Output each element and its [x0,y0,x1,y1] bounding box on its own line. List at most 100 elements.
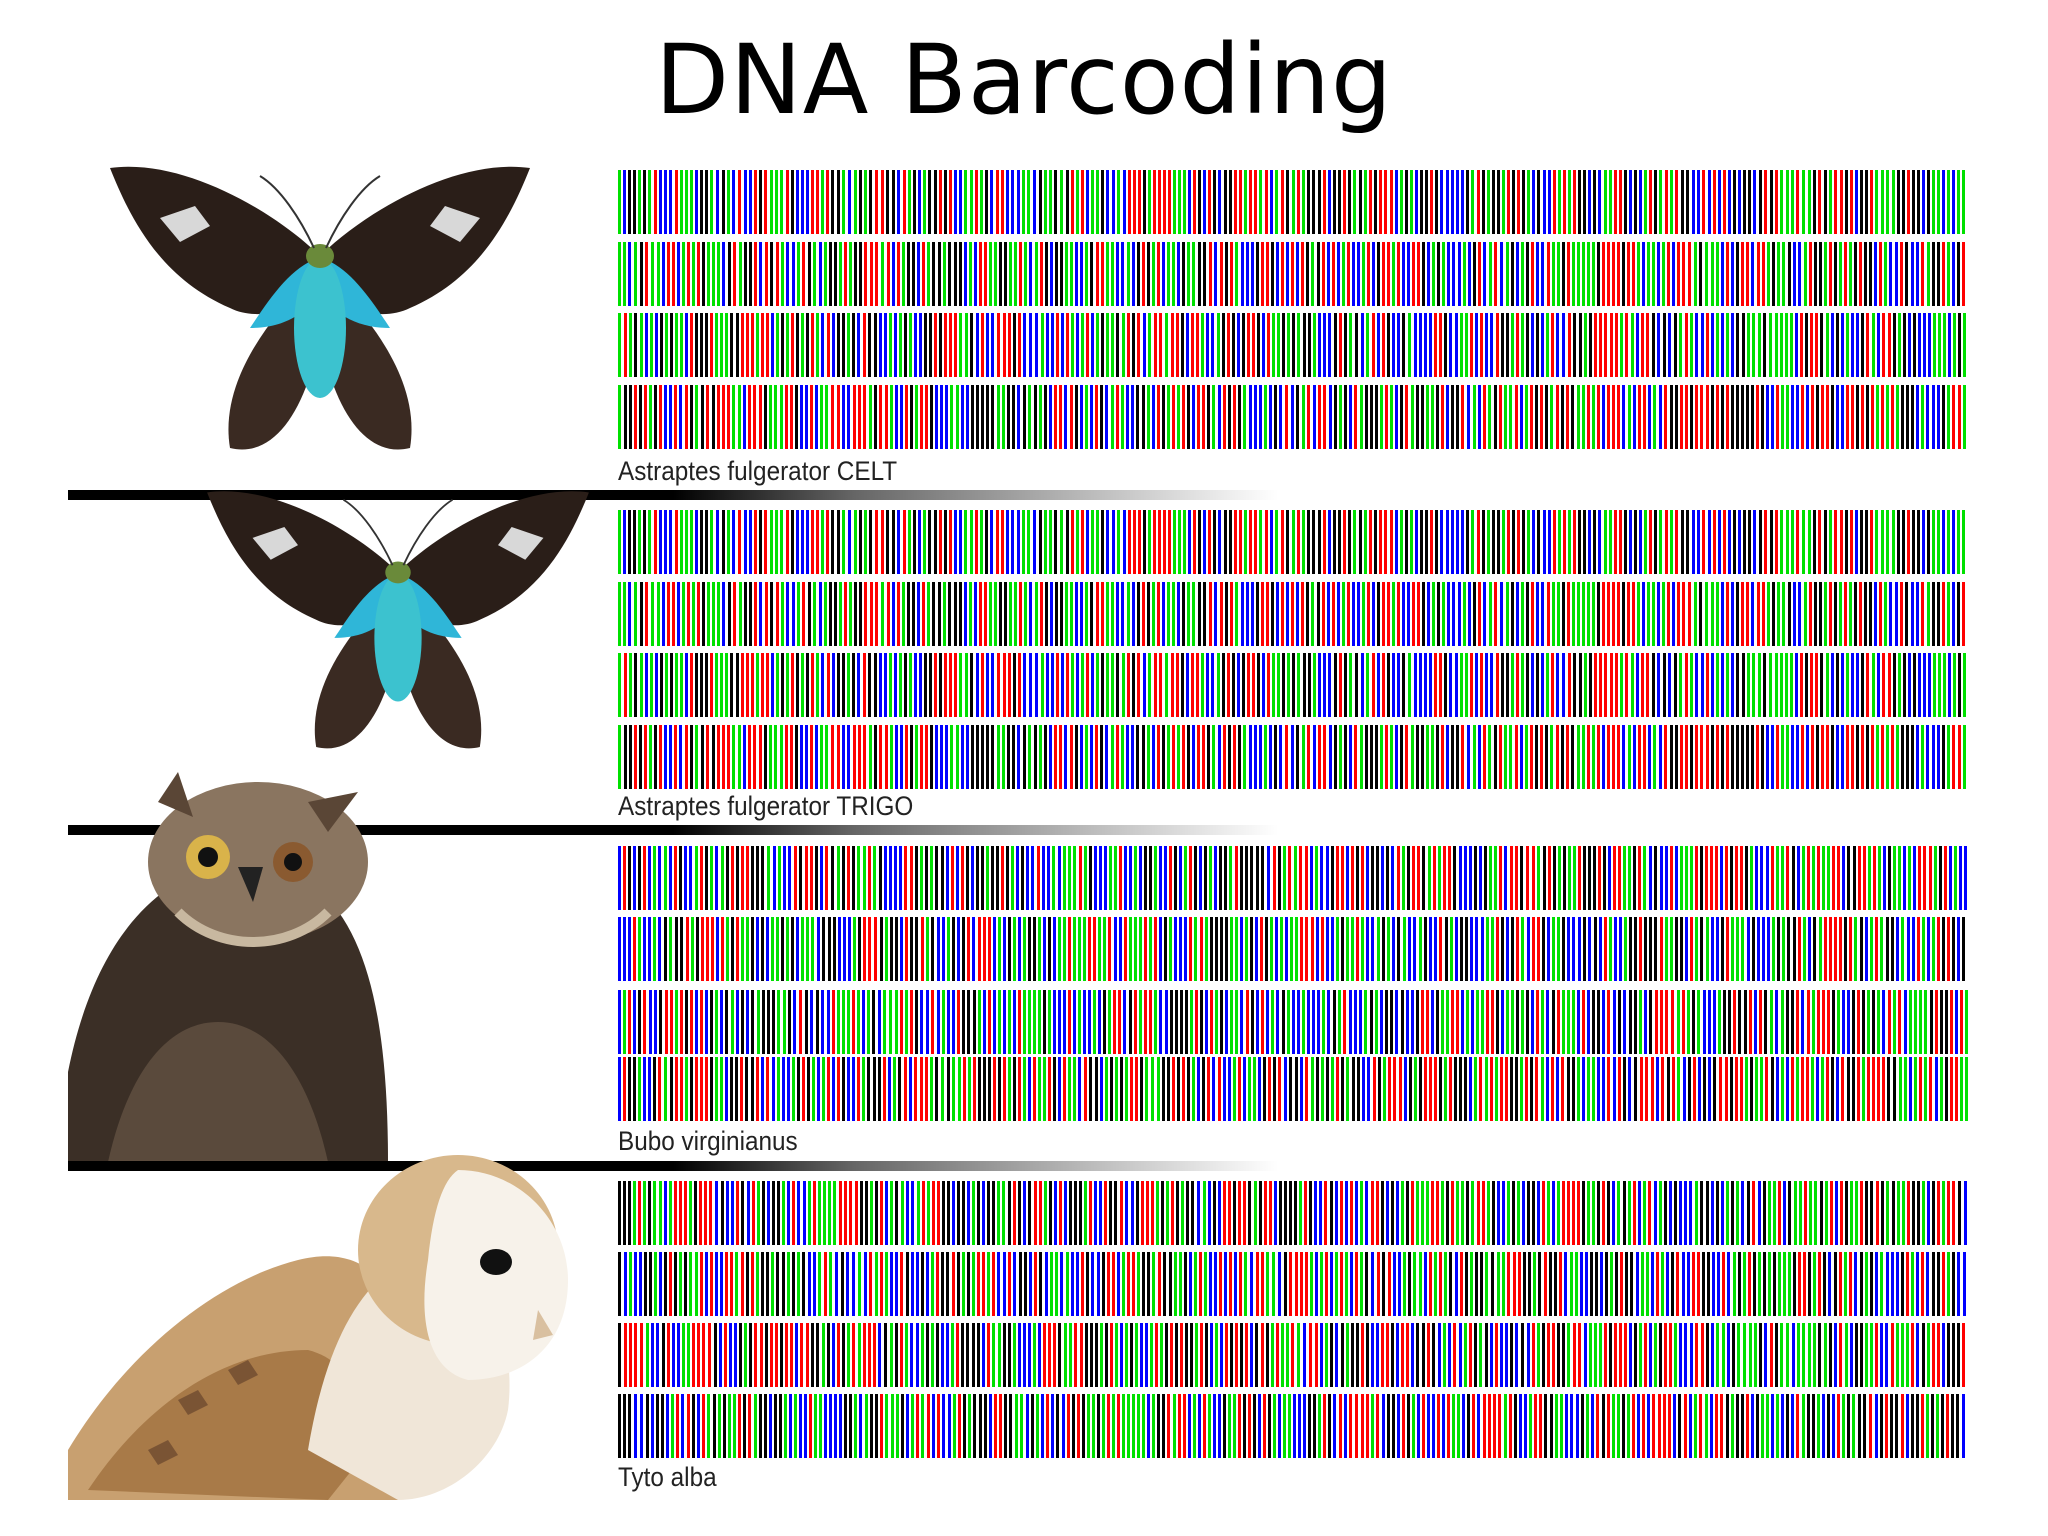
barcode-band [1475,1252,1478,1316]
barcode-band [1254,510,1257,574]
barcode-band [1432,1394,1435,1458]
barcode-band [910,990,913,1054]
barcode-band [899,653,902,717]
barcode-band [759,510,762,574]
barcode-band [1589,653,1592,717]
barcode-band [1664,385,1667,449]
barcode-band [1702,170,1705,234]
barcode-band [1962,170,1965,234]
barcode-band [874,653,877,717]
barcode-band [1209,582,1212,646]
barcode-band [1101,170,1104,234]
barcode-band [1345,1181,1348,1245]
barcode-band [754,170,757,234]
barcode-band [1912,1181,1915,1245]
barcode-band [1597,385,1600,449]
barcode-band [1898,653,1901,717]
barcode-band [1761,1394,1764,1458]
barcode-band [1273,846,1276,910]
barcode-band [865,1181,868,1245]
barcode-band [1122,653,1125,717]
barcode-band [1927,582,1930,646]
barcode-band [1537,1323,1540,1387]
barcode-band [1669,1323,1672,1387]
barcode-band [1490,1057,1493,1121]
barcode-band [1244,510,1247,574]
barcode-band [1395,510,1398,574]
barcode-band [966,1323,969,1387]
barcode-band [915,990,918,1054]
barcode-band [1233,1181,1236,1245]
barcode-band [649,990,652,1054]
barcode-band [1537,846,1540,910]
barcode-band [863,725,866,789]
barcode-band [1233,385,1236,449]
barcode-band [1847,990,1850,1054]
barcode-band [1686,170,1689,234]
barcode-band [875,582,878,646]
barcode-band [1924,1057,1927,1121]
barcode-band [710,653,713,717]
barcode-band [982,1323,985,1387]
barcode-band [1058,1057,1061,1121]
barcode-band [1066,510,1069,574]
barcode-band [1622,242,1625,306]
barcode-band [1417,1394,1420,1458]
barcode-band [1096,510,1099,574]
barcode-band [1456,990,1459,1054]
barcode-band [1431,725,1434,789]
barcode-band [1315,846,1318,910]
barcode-band [1815,313,1818,377]
barcode-band [979,1394,982,1458]
barcode-band [1451,385,1454,449]
barcode-band [1013,1252,1016,1316]
barcode-band [1461,510,1464,574]
barcode-band [1366,917,1369,981]
barcode-band [1942,242,1945,306]
barcode-band [852,653,855,717]
barcode-band [761,917,764,981]
barcode-band [1682,242,1685,306]
barcode-band [1256,242,1259,306]
barcode-band [648,917,651,981]
barcode-band [1459,1323,1462,1387]
barcode-band [1291,385,1294,449]
barcode-band [1198,1394,1201,1458]
barcode-band [1230,917,1233,981]
barcode-band [764,1394,767,1458]
barcode-band [1307,510,1310,574]
barcode-band [1556,313,1559,377]
barcode-band [1795,313,1798,377]
barcode-band [767,1181,770,1245]
barcode-band [1243,1181,1246,1245]
barcode-band [1111,242,1114,306]
barcode-band [1544,1252,1547,1316]
barcode-band [1639,1323,1642,1387]
barcode-band [986,725,989,789]
barcode-band [751,1057,754,1121]
barcode-band [1407,846,1410,910]
barcode-band [1852,1394,1855,1458]
barcode-band [1129,917,1132,981]
barcode-band [1162,1394,1165,1458]
barcode-band [1060,170,1063,234]
barcode-band [1140,1323,1143,1387]
barcode-band [815,385,818,449]
barcode-band [1070,725,1073,789]
barcode-band [1349,653,1352,717]
barcode-band [710,1252,713,1316]
barcode-band [1467,725,1470,789]
barcode-band [1840,510,1843,574]
barcode-band [705,510,708,574]
barcode-band [892,582,895,646]
barcode-band [925,1057,928,1121]
barcode-band [1541,242,1544,306]
barcode-band [1940,1057,1943,1121]
barcode-band [685,990,688,1054]
barcode-band [820,846,823,910]
barcode-band [1046,653,1049,717]
barcode-band [634,1394,637,1458]
barcode-band [762,1181,765,1245]
barcode-band [927,582,930,646]
barcode-band [1547,1181,1550,1245]
